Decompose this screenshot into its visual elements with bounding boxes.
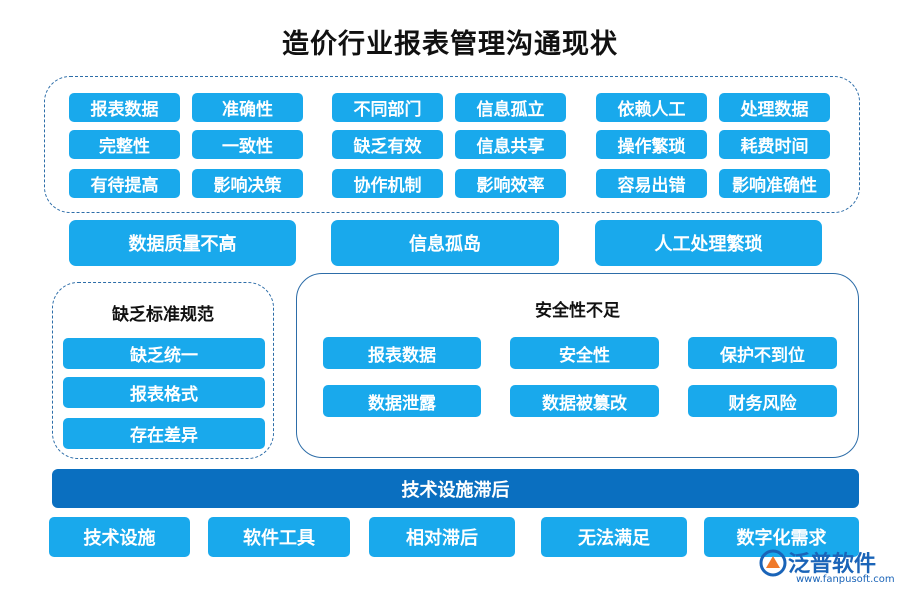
- security-box: [296, 273, 859, 458]
- chip-report-format: 报表格式: [63, 377, 265, 408]
- chip-affect-accuracy: 影响准确性: [719, 169, 830, 198]
- summary-info-island: 信息孤岛: [331, 220, 559, 266]
- chip-tech-facilities: 技术设施: [49, 517, 190, 557]
- chip-process-data: 处理数据: [719, 93, 830, 122]
- chip-time-consuming: 耗费时间: [719, 130, 830, 159]
- logo-name: 泛普软件: [788, 552, 877, 577]
- chip-affect-efficiency: 影响效率: [455, 169, 566, 198]
- chip-software-tools: 软件工具: [208, 517, 350, 557]
- summary-manual-processing: 人工处理繁琐: [595, 220, 822, 266]
- chip-sec-security: 安全性: [510, 337, 659, 369]
- chip-relatively-lagging: 相对滞后: [369, 517, 515, 557]
- chip-lack-unified: 缺乏统一: [63, 338, 265, 369]
- chip-accuracy: 准确性: [192, 93, 303, 122]
- top-issues-box: [44, 76, 860, 213]
- chip-error-prone: 容易出错: [596, 169, 707, 198]
- chip-different-departments: 不同部门: [332, 93, 443, 122]
- page-title: 造价行业报表管理沟通现状: [282, 29, 618, 60]
- chip-sec-protection: 保护不到位: [688, 337, 837, 369]
- chip-report-data: 报表数据: [69, 93, 180, 122]
- chip-to-improve: 有待提高: [69, 169, 180, 198]
- chip-consistency: 一致性: [192, 130, 303, 159]
- chip-sec-financial-risk: 财务风险: [688, 385, 837, 417]
- chip-lack-effective: 缺乏有效: [332, 130, 443, 159]
- chip-sec-data-leak: 数据泄露: [323, 385, 481, 417]
- chip-rely-manual: 依赖人工: [596, 93, 707, 122]
- chip-affect-decision: 影响决策: [192, 169, 303, 198]
- summary-data-quality: 数据质量不高: [69, 220, 296, 266]
- tech-lag-bar: 技术设施滞后: [52, 469, 859, 508]
- chip-sec-report-data: 报表数据: [323, 337, 481, 369]
- chip-completeness: 完整性: [69, 130, 180, 159]
- chip-info-sharing: 信息共享: [455, 130, 566, 159]
- logo-mark-icon: [759, 549, 787, 577]
- standards-heading: 缺乏标准规范: [112, 305, 214, 325]
- logo-url: www.fanpusoft.com: [796, 574, 895, 585]
- security-heading: 安全性不足: [535, 301, 620, 321]
- chip-digital-needs: 数字化需求: [704, 517, 859, 557]
- chip-cannot-meet: 无法满足: [541, 517, 687, 557]
- chip-info-isolated: 信息孤立: [455, 93, 566, 122]
- chip-differences-exist: 存在差异: [63, 418, 265, 449]
- chip-collab-mechanism: 协作机制: [332, 169, 443, 198]
- brand-logo: 泛普软件 www.fanpusoft.com: [758, 546, 895, 590]
- chip-tedious-operation: 操作繁琐: [596, 130, 707, 159]
- standards-box: [52, 282, 274, 459]
- chip-sec-data-tampered: 数据被篡改: [510, 385, 659, 417]
